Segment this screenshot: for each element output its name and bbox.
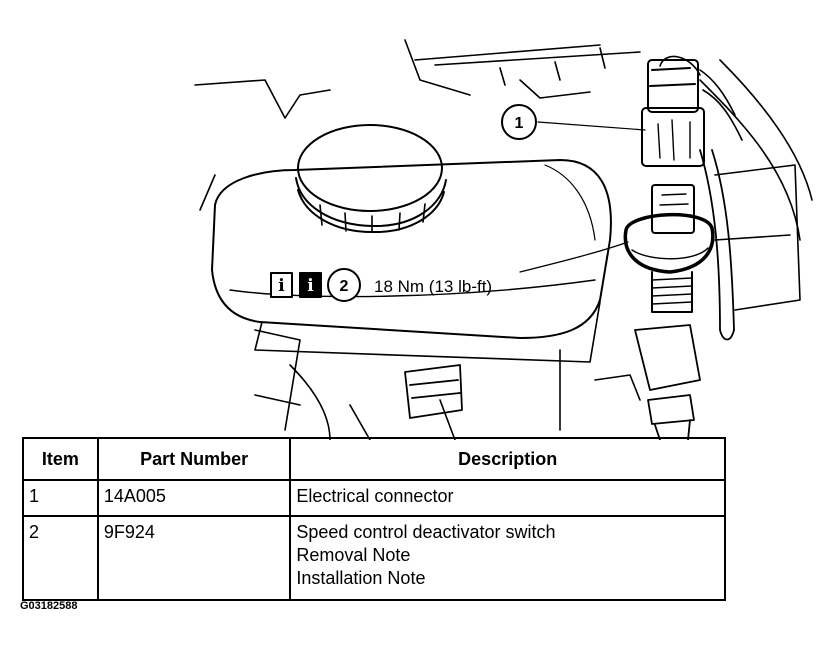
master-cylinder-port [404,324,701,440]
part-number-cell: 9F924 [96,515,292,601]
callout-2-number: 2 [340,278,349,295]
column-header-part-number: Part Number [96,437,292,481]
parts-table: Item Part Number Description 1 14A005 El… [22,437,726,601]
electrical-connector [641,55,743,167]
torque-spec: 18 Nm (13 lb-ft) [374,277,492,296]
info-icon-solid [299,272,322,298]
table-row: 1 14A005 Electrical connector [22,479,726,517]
description-cell: Electrical connector [289,479,726,517]
item-cell: 2 [22,515,99,601]
callout-1: 1 [501,104,537,140]
description-line: Electrical connector [296,486,454,506]
brake-line [699,149,735,341]
table-row: 2 9F924 Speed control deactivator switch… [22,515,726,601]
description-line: Installation Note [296,568,426,588]
component-illustration: 1 i i 2 18 Nm (13 lb-ft) [194,39,813,440]
callout-1-number: 1 [515,115,524,132]
info-icon-outline-letter: i [278,276,285,296]
callout-2: i i 2 18 Nm (13 lb-ft) [270,268,492,302]
info-icon-outline [270,272,293,298]
reservoir-cap [295,124,447,234]
background-structure [194,39,813,440]
info-icon-solid-letter: i [307,276,314,296]
deactivator-switch [623,184,715,313]
column-header-description: Description [289,437,726,481]
table-header-row: Item Part Number Description [22,437,726,481]
description-line: Speed control deactivator switch [296,522,556,542]
leader-lines [519,121,646,273]
figure-id: G03182588 [20,600,78,612]
description-cell: Speed control deactivator switch Removal… [289,515,726,601]
item-cell: 1 [22,479,99,517]
reservoir [211,159,612,363]
description-line: Removal Note [296,545,411,565]
column-header-item: Item [22,437,99,481]
part-number-cell: 14A005 [96,479,292,517]
